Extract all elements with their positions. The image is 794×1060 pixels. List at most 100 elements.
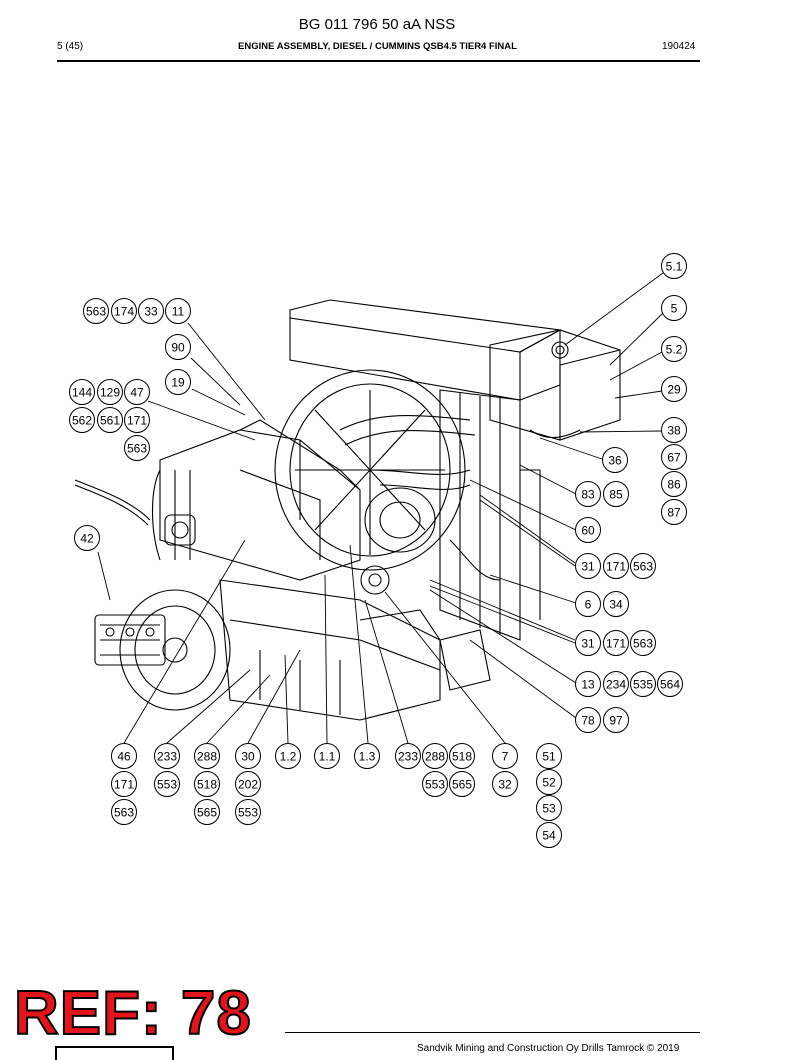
callout-34: 34 (603, 591, 629, 617)
callout-label: 36 (608, 453, 622, 467)
callout-circle (422, 743, 448, 769)
callout-33: 33 (138, 298, 164, 324)
callout-label: 563 (86, 304, 106, 318)
header-divider (57, 60, 700, 62)
callout-label: 5 (671, 301, 678, 315)
callout-90: 90 (165, 334, 191, 360)
callout-circle (449, 743, 475, 769)
callout-circle (661, 471, 687, 497)
callout-circle (661, 499, 687, 525)
callout-circle (235, 771, 261, 797)
callout-202: 202 (235, 771, 261, 797)
callout-129: 129 (97, 379, 123, 405)
callout-circle (138, 298, 164, 324)
footer-copyright: Sandvik Mining and Construction Oy Drill… (417, 1043, 680, 1054)
callout-42: 42 (74, 525, 100, 551)
callout-29: 29 (661, 376, 687, 402)
callout-label: 1.3 (359, 749, 376, 763)
callout-288: 288 (194, 743, 220, 769)
callout-label: 234 (606, 677, 626, 691)
callout-circle (575, 707, 601, 733)
callout-1.2: 1.2 (275, 743, 301, 769)
callout-288: 288 (422, 743, 448, 769)
footer-divider (285, 1032, 700, 1033)
callout-label: 54 (542, 828, 556, 842)
callout-label: 202 (238, 777, 258, 791)
callout-233: 233 (154, 743, 180, 769)
page-number: 5 (45) (57, 41, 84, 52)
callout-circle (657, 671, 683, 697)
callout-circle (603, 707, 629, 733)
document-id: BG 011 796 50 aA NSS (298, 16, 456, 33)
callout-67: 67 (661, 444, 687, 470)
callout-circle (603, 671, 629, 697)
callout-label: 33 (144, 304, 158, 318)
callout-circle (422, 771, 448, 797)
callout-label: 51 (542, 749, 556, 763)
callout-label: 90 (171, 340, 185, 354)
callout-label: 85 (609, 487, 623, 501)
callout-circle (536, 822, 562, 848)
callout-label: 11 (172, 304, 185, 318)
callout-31: 31 (575, 553, 601, 579)
callout-circle (165, 298, 191, 324)
callout-circle (536, 795, 562, 821)
callout-circle (124, 435, 150, 461)
reference-stamp: REF: 78 (13, 979, 252, 1048)
callout-563: 563 (630, 553, 656, 579)
callout-circle (97, 379, 123, 405)
callout-label: 174 (114, 304, 134, 318)
callout-label: 563 (114, 805, 134, 819)
callout-51: 51 (536, 743, 562, 769)
callout-label: 78 (581, 713, 595, 727)
callout-label: 5.1 (666, 259, 683, 273)
callout-86: 86 (661, 471, 687, 497)
callout-circle (492, 771, 518, 797)
callout-label: 562 (72, 413, 92, 427)
callout-563: 563 (83, 298, 109, 324)
callout-label: 553 (238, 805, 258, 819)
callout-circle (154, 743, 180, 769)
callout-label: 86 (667, 477, 681, 491)
callout-553: 553 (422, 771, 448, 797)
callout-label: 171 (127, 413, 147, 427)
callout-36: 36 (602, 447, 628, 473)
callout-label: 288 (197, 749, 217, 763)
callout-label: 288 (425, 749, 445, 763)
callout-circle (124, 379, 150, 405)
callout-circle (603, 553, 629, 579)
callout-circle (97, 407, 123, 433)
callout-circle (69, 407, 95, 433)
callout-label: 129 (100, 385, 120, 399)
callout-11: 11 (165, 298, 191, 324)
callout-circle (661, 376, 687, 402)
callout-561: 561 (97, 407, 123, 433)
callout-562: 562 (69, 407, 95, 433)
callout-1.3: 1.3 (354, 743, 380, 769)
callout-564: 564 (657, 671, 683, 697)
revision-date: 190424 (662, 41, 696, 52)
callout-label: 83 (581, 487, 595, 501)
callout-label: 6 (585, 597, 592, 611)
sandvik-logo (55, 1046, 174, 1060)
callout-label: 67 (667, 450, 681, 464)
callout-563: 563 (124, 435, 150, 461)
callout-circle (492, 743, 518, 769)
callout-label: 34 (609, 597, 623, 611)
callout-label: 30 (241, 749, 255, 763)
callout-label: 1.2 (280, 749, 297, 763)
callout-label: 233 (157, 749, 177, 763)
callout-171: 171 (111, 771, 137, 797)
callout-535: 535 (630, 671, 656, 697)
callout-label: 60 (581, 523, 595, 537)
callout-563: 563 (630, 630, 656, 656)
callout-circle (661, 417, 687, 443)
callout-label: 87 (667, 505, 681, 519)
callout-7: 7 (492, 743, 518, 769)
callout-85: 85 (603, 481, 629, 507)
callout-31: 31 (575, 630, 601, 656)
callout-5.2: 5.2 (661, 336, 687, 362)
callout-circle (111, 298, 137, 324)
